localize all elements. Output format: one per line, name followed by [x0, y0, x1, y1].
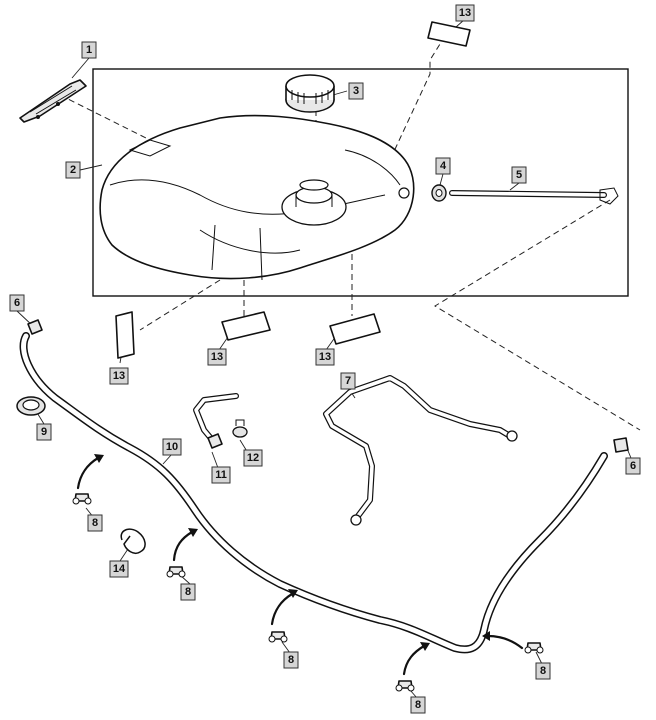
callout-8-a: 8	[87, 514, 103, 532]
callout-3: 3	[348, 82, 364, 100]
fuel-hose-part	[19, 332, 608, 654]
foam-pad-parts	[115, 21, 471, 359]
callout-8-d: 8	[535, 662, 551, 680]
svg-text:10: 10	[166, 441, 178, 453]
callout-8-b: 8	[180, 583, 196, 601]
pickup-tube-part	[449, 187, 619, 205]
svg-text:5: 5	[516, 169, 522, 181]
svg-text:8: 8	[92, 517, 98, 529]
svg-text:3: 3	[353, 85, 359, 97]
callout-13-top: 13	[455, 4, 475, 22]
callout-9: 9	[36, 423, 52, 441]
callout-13-mid: 13	[207, 348, 227, 366]
fuel-cap-part	[285, 74, 335, 113]
callout-11: 11	[211, 466, 231, 484]
callout-14: 14	[109, 560, 129, 578]
ring-part	[16, 396, 46, 416]
svg-text:11: 11	[215, 469, 227, 481]
callout-2: 2	[65, 161, 81, 179]
svg-text:13: 13	[211, 351, 223, 363]
tank-assembly-frame	[92, 68, 629, 297]
svg-text:13: 13	[113, 370, 125, 382]
callout-8-c: 8	[283, 651, 299, 669]
callout-8-e: 8	[410, 696, 426, 714]
svg-text:9: 9	[41, 426, 47, 438]
svg-text:13: 13	[319, 351, 331, 363]
svg-text:8: 8	[540, 665, 546, 677]
clip-part	[120, 528, 146, 555]
svg-text:13: 13	[459, 7, 471, 19]
callout-13-left: 13	[109, 367, 129, 385]
bent-tube-part	[193, 393, 239, 449]
svg-text:6: 6	[14, 297, 20, 309]
hose-fitting-parts	[27, 319, 629, 453]
callout-13-right: 13	[315, 348, 335, 366]
svg-text:4: 4	[440, 160, 447, 172]
svg-text:7: 7	[345, 375, 351, 387]
callout-5: 5	[511, 166, 527, 184]
callout-1: 1	[81, 41, 97, 59]
direction-arrows	[76, 454, 524, 676]
svg-text:6: 6	[630, 460, 636, 472]
callout-12: 12	[243, 449, 263, 467]
filler-shield-part	[19, 79, 87, 123]
fuel-line-part	[323, 375, 518, 526]
callout-6-left: 6	[9, 294, 25, 312]
fuel-tank-part	[99, 114, 415, 281]
svg-text:14: 14	[113, 563, 126, 575]
callout-4: 4	[435, 157, 451, 175]
callout-7: 7	[340, 372, 356, 390]
svg-text:8: 8	[415, 699, 421, 711]
grommet-part	[431, 184, 447, 202]
hose-clamp-parts	[72, 493, 544, 692]
svg-text:8: 8	[185, 586, 191, 598]
svg-text:8: 8	[288, 654, 294, 666]
svg-text:1: 1	[86, 44, 92, 56]
callout-10: 10	[162, 438, 182, 456]
fitting-part	[232, 419, 248, 438]
svg-text:2: 2	[70, 164, 76, 176]
callout-6-right: 6	[625, 457, 641, 475]
svg-text:12: 12	[247, 452, 259, 464]
